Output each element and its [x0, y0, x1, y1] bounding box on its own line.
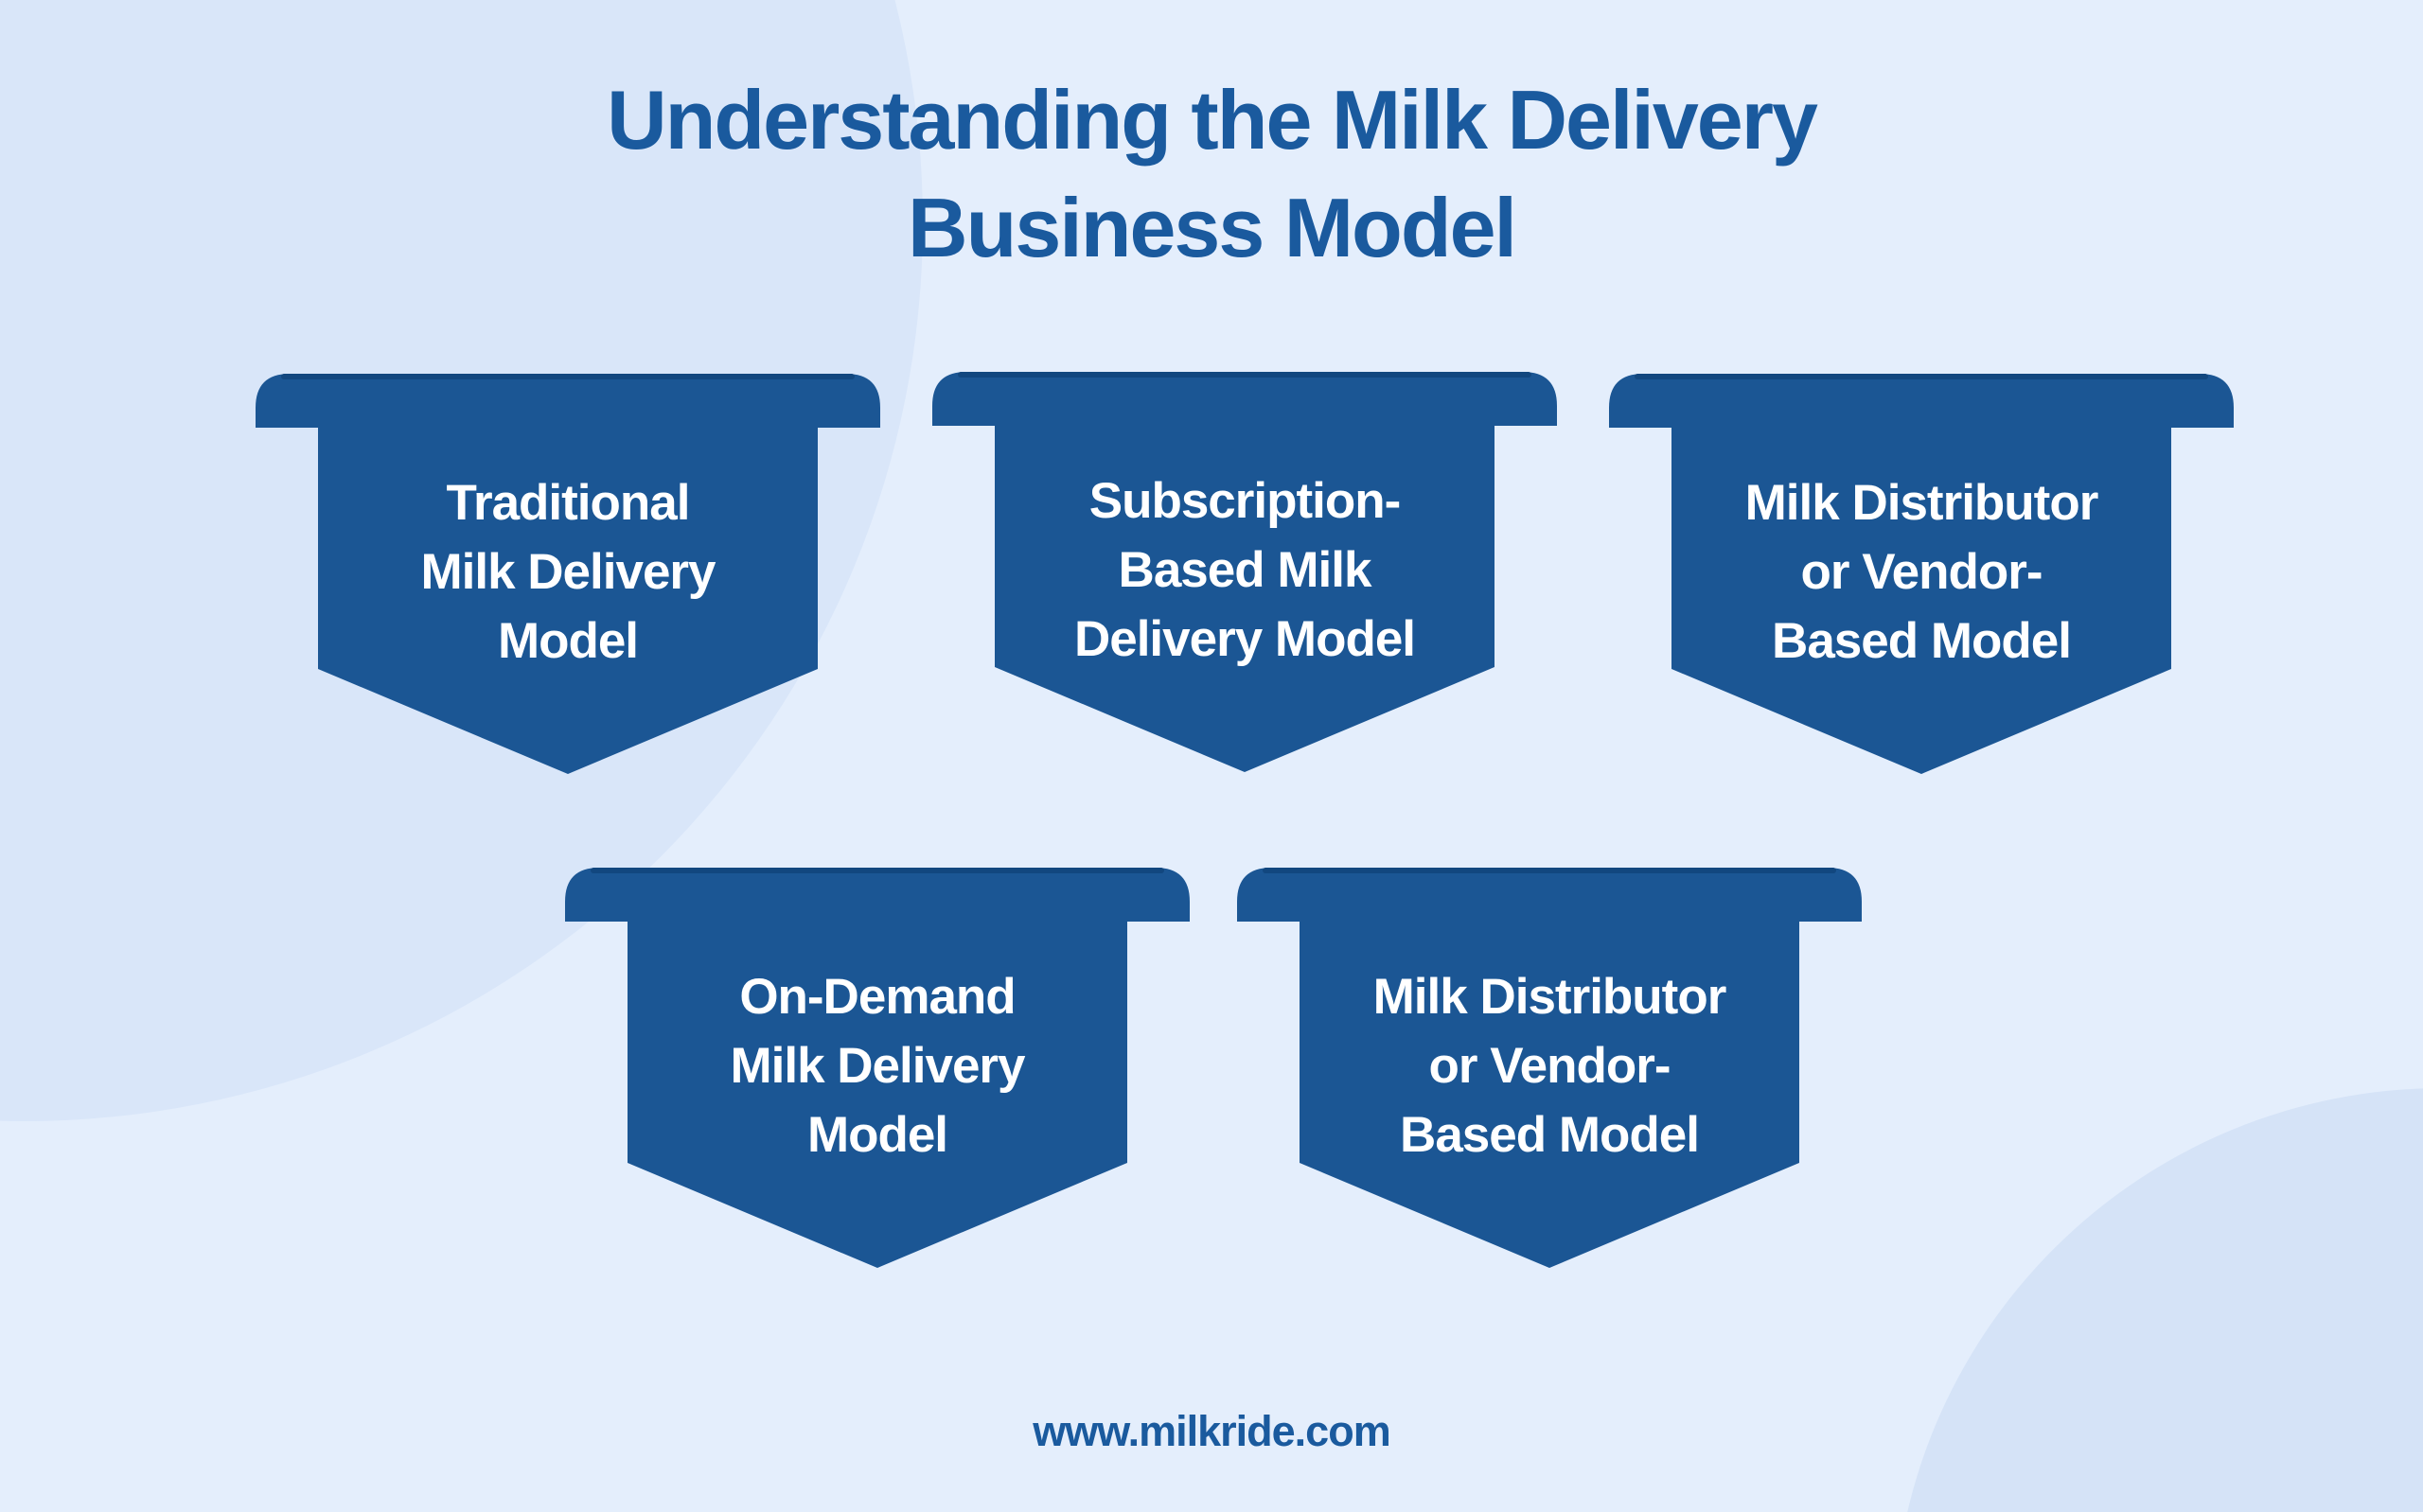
badge-label-line: Model — [497, 612, 639, 669]
badge-label-line: Model — [806, 1106, 948, 1163]
badge-traditional-milk-delivery: Traditional Milk Delivery Model — [256, 374, 880, 776]
badge-label-line: Delivery Model — [1073, 610, 1416, 667]
badge-label-line: Milk Distributor — [1372, 968, 1727, 1025]
badge-label-line: Milk Distributor — [1744, 474, 2099, 531]
ribbon-shape — [565, 868, 1190, 1268]
badge-label-line: Based Milk — [1118, 541, 1372, 598]
badge-label-line: Milk Delivery — [420, 543, 716, 600]
badge-subscription-based: Subscription- Based Milk Delivery Model — [932, 372, 1557, 774]
badge-label-line: On-Demand — [739, 968, 1016, 1025]
badge-label: Traditional Milk Delivery Model — [318, 428, 818, 694]
ribbon-shape — [256, 374, 880, 774]
page-title: Understanding the Milk Delivery Business… — [0, 66, 2423, 282]
badge-label-line: or Vendor- — [1428, 1037, 1671, 1094]
page-title-line-2: Business Model — [908, 181, 1517, 274]
badge-label-line: Based Model — [1400, 1106, 1700, 1163]
badge-label-line: Based Model — [1772, 612, 2072, 669]
badge-on-demand: On-Demand Milk Delivery Model — [565, 868, 1190, 1270]
badge-label-line: Milk Delivery — [730, 1037, 1025, 1094]
badge-label-line: or Vendor- — [1800, 543, 2043, 600]
ribbon-shape — [1609, 374, 2234, 774]
badge-label: Subscription- Based Milk Delivery Model — [995, 426, 1494, 693]
website-url: www.milkride.com — [1033, 1407, 1390, 1455]
badge-label: Milk Distributor or Vendor- Based Model — [1671, 428, 2171, 694]
ribbon-shape — [1237, 868, 1862, 1268]
badge-label: On-Demand Milk Delivery Model — [628, 922, 1127, 1188]
badge-milk-distributor-vendor-2: Milk Distributor or Vendor- Based Model — [1237, 868, 1862, 1270]
ribbon-shape — [932, 372, 1557, 772]
badge-milk-distributor-vendor: Milk Distributor or Vendor- Based Model — [1609, 374, 2234, 776]
badge-label: Milk Distributor or Vendor- Based Model — [1300, 922, 1799, 1188]
page-title-line-1: Understanding the Milk Delivery — [607, 73, 1818, 167]
badge-label-line: Traditional — [446, 474, 691, 531]
badge-label-line: Subscription- — [1088, 472, 1402, 529]
